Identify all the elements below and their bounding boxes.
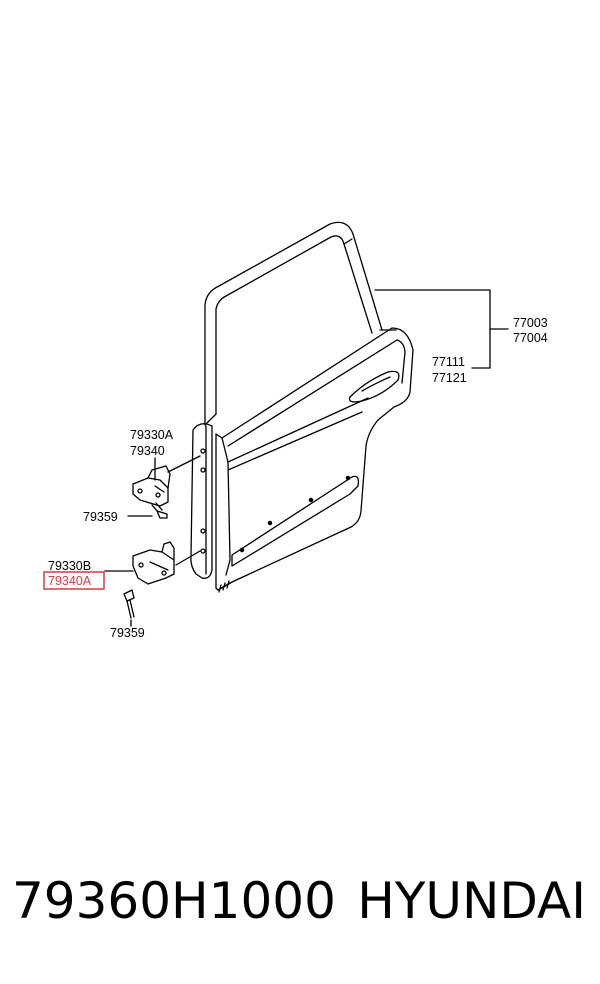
label-79340A: 79340A [48, 574, 92, 588]
hinge-pillar [190, 423, 213, 579]
upper-hinge [132, 477, 169, 507]
door-diagram-svg: 77003 77004 77111 77121 79330A 79340 793… [43, 221, 548, 640]
window-frame-inner [215, 235, 373, 415]
part-number: 79360H1000 [12, 872, 336, 930]
brand-name: HYUNDAI [357, 872, 586, 930]
label-77111: 77111 [432, 355, 465, 369]
footer: 79360H1000 HYUNDAI [0, 872, 600, 952]
label-79330B: 79330B [48, 559, 91, 573]
label-77121: 77121 [432, 371, 467, 385]
label-79359-lower: 79359 [110, 626, 145, 640]
label-77003: 77003 [513, 316, 548, 330]
label-79330A: 79330A [130, 428, 174, 442]
belt-line [217, 327, 414, 591]
trim-strip [231, 475, 360, 567]
lower-hinge [132, 549, 175, 585]
label-79340: 79340 [130, 444, 165, 458]
door-handle [348, 370, 400, 403]
window-frame-outer [204, 221, 383, 426]
label-77004: 77004 [513, 331, 548, 345]
door-front-edge [215, 433, 231, 576]
label-79359-upper: 79359 [83, 510, 118, 524]
highlight-box-79340A [43, 571, 105, 590]
lower-bolt [123, 589, 135, 602]
